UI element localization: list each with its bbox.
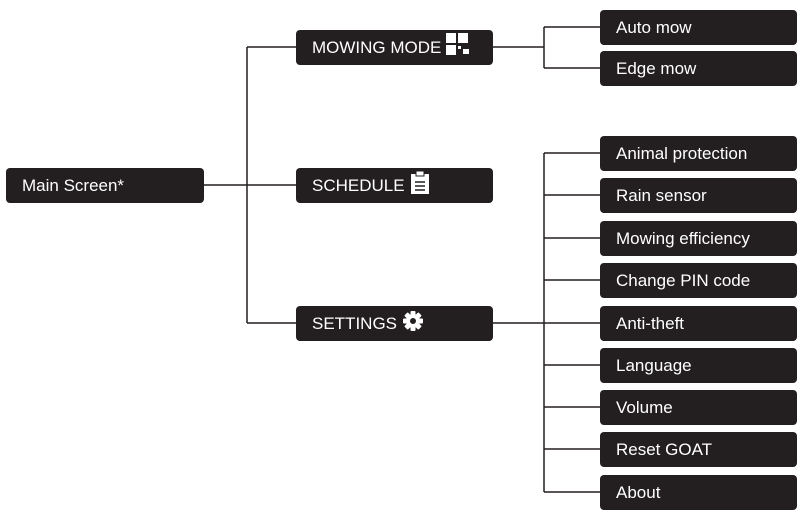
mowing-efficiency-label: Mowing efficiency xyxy=(616,228,750,248)
reset-goat-label: Reset GOAT xyxy=(616,439,713,459)
anti-theft-node: Anti-theft xyxy=(600,306,797,341)
volume-label: Volume xyxy=(616,397,673,417)
mowing-mode-label: MOWING MODE xyxy=(312,37,442,57)
schedule-label: SCHEDULE xyxy=(312,175,405,195)
anti-theft-label: Anti-theft xyxy=(616,313,685,333)
schedule-node: SCHEDULE xyxy=(296,168,493,203)
language-node: Language xyxy=(600,348,797,383)
clipboard-icon xyxy=(410,170,430,200)
about-node: About xyxy=(600,475,797,510)
settings-node: SETTINGS xyxy=(296,306,493,341)
edge-mow-node: Edge mow xyxy=(600,51,797,86)
mowing-mode-node: MOWING MODE xyxy=(296,30,493,65)
language-label: Language xyxy=(616,355,692,375)
auto-mow-node: Auto mow xyxy=(600,10,797,45)
main-screen-label: Main Screen* xyxy=(22,175,125,195)
change-pin-code-node: Change PIN code xyxy=(600,263,797,298)
grid-timer-icon xyxy=(446,33,470,62)
gear-icon xyxy=(402,310,424,337)
settings-label: SETTINGS xyxy=(312,313,398,333)
animal-protection-node: Animal protection xyxy=(600,136,797,171)
edge-mow-label: Edge mow xyxy=(616,58,697,78)
rain-sensor-label: Rain sensor xyxy=(616,185,707,205)
auto-mow-label: Auto mow xyxy=(616,17,692,37)
animal-protection-label: Animal protection xyxy=(616,143,748,163)
change-pin-code-label: Change PIN code xyxy=(616,270,751,290)
about-label: About xyxy=(616,482,661,502)
main-screen-node: Main Screen* xyxy=(6,168,204,203)
volume-node: Volume xyxy=(600,390,797,425)
reset-goat-node: Reset GOAT xyxy=(600,432,797,467)
mowing-efficiency-node: Mowing efficiency xyxy=(600,221,797,256)
rain-sensor-node: Rain sensor xyxy=(600,178,797,213)
